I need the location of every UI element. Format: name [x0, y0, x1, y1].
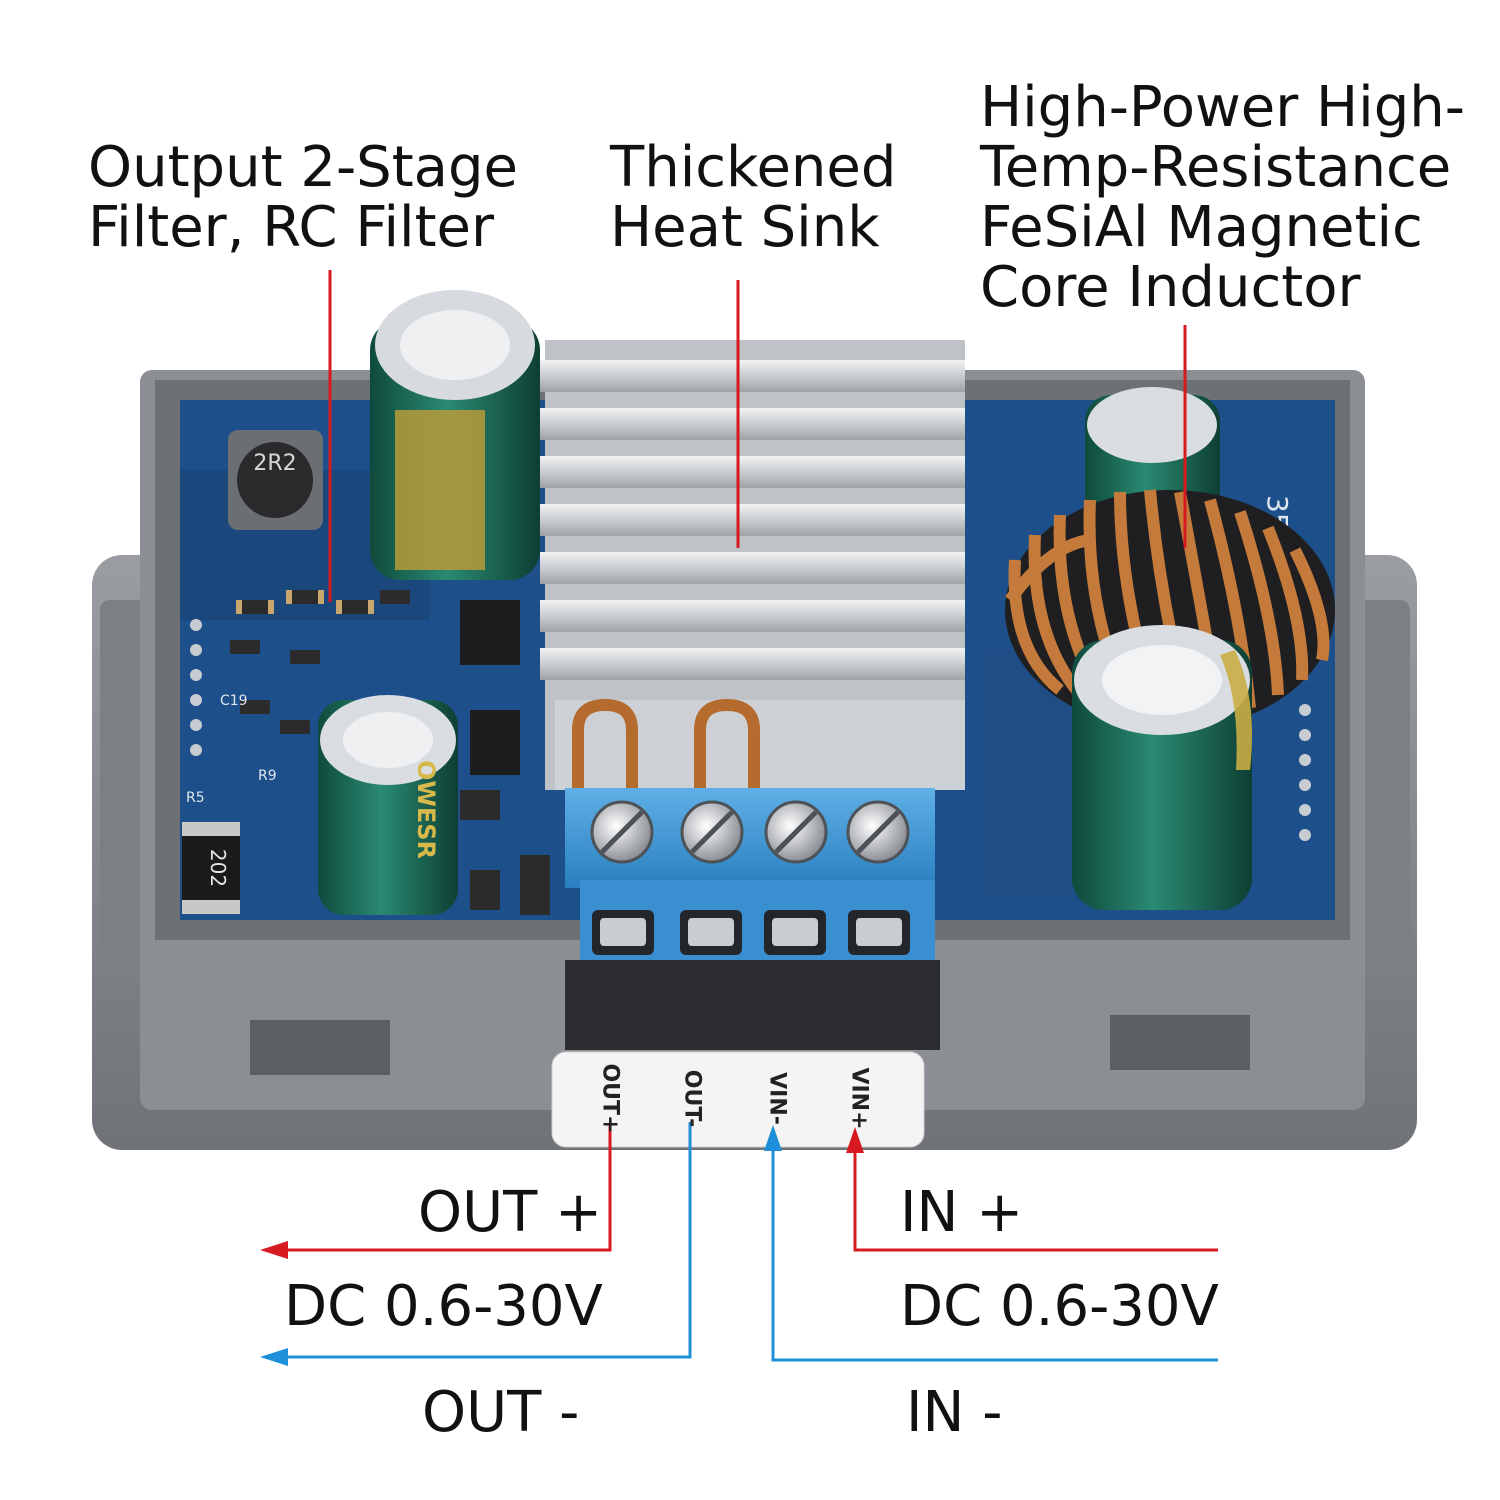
terminal-block	[565, 788, 935, 960]
callout-filter-line-1: Output 2-Stage	[88, 135, 518, 200]
callout-inductor-line-2: Temp-Resistance	[980, 135, 1452, 200]
callout-inductor-line-4: Core Inductor	[980, 255, 1361, 320]
cap-brand-marking: OWESR	[412, 760, 440, 859]
label-out-voltage: DC 0.6-30V	[284, 1274, 603, 1339]
out-minus-wire	[285, 1122, 692, 1359]
callout-inductor-line-3: FeSiAl Magnetic	[980, 195, 1423, 260]
in-minus-wire	[771, 1148, 1218, 1362]
ref-r9: R9	[258, 768, 277, 784]
copper-leads	[572, 698, 760, 800]
label-out-plus: OUT +	[418, 1180, 602, 1245]
ref-r5: R5	[186, 790, 205, 806]
out-plus-wire	[285, 1125, 612, 1252]
terminal-label-out-plus: OUT+	[597, 1063, 623, 1134]
callout-inductor-line-1: High-Power High-	[980, 75, 1465, 140]
terminal-label-sticker	[551, 1051, 925, 1148]
ic-chip-upper	[460, 600, 520, 665]
terminal-label-out-minus: OUT-	[679, 1069, 705, 1128]
in-minus-arrow	[764, 1125, 782, 1151]
label-in-minus: IN -	[906, 1380, 1003, 1445]
resistor-marking: 202	[206, 849, 230, 887]
ref-c19: C19	[220, 693, 248, 709]
capacitor-top-left	[370, 290, 540, 580]
small-inductor: 2R2	[228, 430, 323, 530]
out-minus-arrow	[260, 1348, 288, 1366]
smd-resistor: 202	[182, 822, 240, 914]
in-plus-arrow	[846, 1127, 864, 1153]
label-in-plus: IN +	[900, 1180, 1024, 1245]
callout-heatsink-line-2: Heat Sink	[610, 195, 880, 260]
label-out-minus: OUT -	[422, 1380, 580, 1445]
callout-heatsink-line-1: Thickened	[610, 135, 897, 200]
terminal-label-vin-minus: VIN-	[764, 1072, 790, 1125]
capacitor-lower-left: OWESR	[318, 695, 458, 915]
wiring-lines	[260, 1122, 1218, 1366]
terminal-label-vin-plus: VIN+	[846, 1067, 872, 1130]
capacitor-right-front	[1072, 625, 1253, 910]
out-plus-arrow	[260, 1241, 288, 1259]
label-in-voltage: DC 0.6-30V	[900, 1274, 1219, 1339]
small-inductor-marking: 2R2	[253, 451, 296, 476]
heat-sink	[540, 340, 965, 790]
callout-filter-line-2: Filter, RC Filter	[88, 195, 494, 260]
callout-leader-lines	[328, 270, 1187, 602]
ic-chip-lower	[470, 710, 520, 775]
in-plus-wire	[853, 1150, 1218, 1252]
